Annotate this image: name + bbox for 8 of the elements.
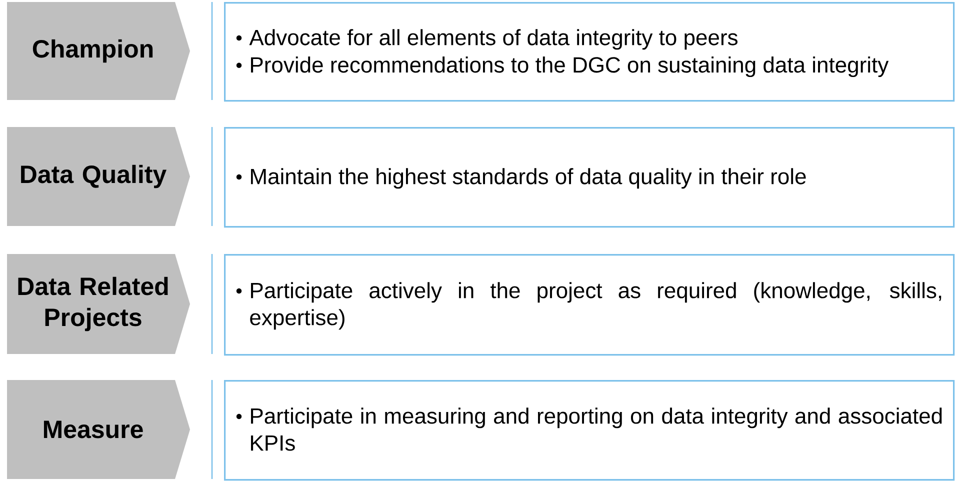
text-box: Participate actively in the project as required (knowledge, skills, expertise): [224, 254, 955, 356]
chevron-box: Champion: [7, 2, 190, 100]
text-box: Maintain the highest standards of data quality in their role: [224, 127, 955, 228]
chevron-box: Data Related Projects: [7, 254, 190, 354]
chevron-box: Measure: [7, 380, 190, 479]
chevron-box: Data Quality: [7, 127, 190, 226]
text-box: Advocate for all elements of data integrity to peers Provide recommendations to the DGC on sustaining data integrity: [224, 2, 955, 102]
text-box: Participate in measuring and reporting on data integrity and associated KPIs: [224, 380, 955, 481]
